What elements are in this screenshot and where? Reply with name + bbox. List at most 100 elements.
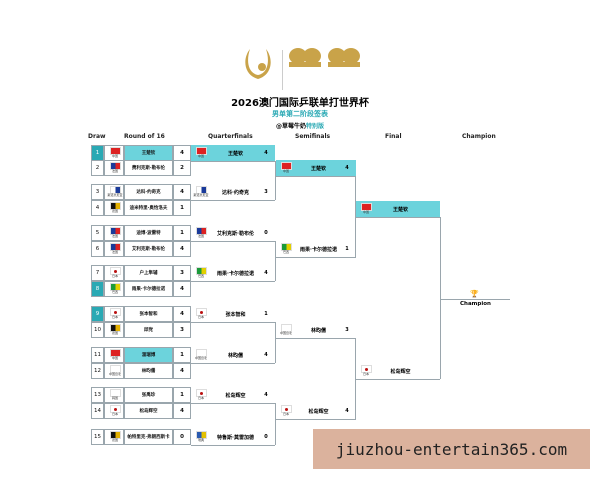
seed-number: 9 <box>91 306 104 322</box>
player-name[interactable]: 林昀儒 <box>227 353 243 359</box>
player-score: 1 <box>173 387 191 403</box>
player-name[interactable]: 温瑞博 <box>124 347 173 363</box>
flag-icon <box>110 308 121 316</box>
flag-icon <box>281 324 292 332</box>
bracket-line <box>191 161 275 162</box>
flag-icon <box>281 162 292 170</box>
country-label: 日本 <box>197 396 204 400</box>
player-name[interactable]: 雨果·卡尔德拉诺 <box>217 271 254 277</box>
country-label: 中国 <box>282 169 289 173</box>
country-label: 中国台北 <box>108 372 121 376</box>
bracket-line <box>276 338 356 339</box>
player-name[interactable]: 松岛辉空 <box>124 403 173 419</box>
bracket-line <box>355 338 356 419</box>
country-label: 德国 <box>111 331 118 335</box>
player-score: 4 <box>173 306 191 322</box>
player-name[interactable]: 迪米特里·奥恰洛夫 <box>124 200 173 216</box>
final-slot[interactable] <box>356 201 440 217</box>
country-label: 瑞典 <box>197 438 204 442</box>
player-name[interactable]: 松岛辉空 <box>308 409 329 415</box>
flag-icon <box>110 147 121 155</box>
player-name[interactable]: 张禹珍 <box>124 387 173 403</box>
watermark: jiuzhou-entertain365.com <box>313 429 590 469</box>
seed-number: 8 <box>91 281 104 297</box>
bracket-line <box>275 161 276 200</box>
seed-number: 3 <box>91 184 104 200</box>
flag-icon <box>110 243 121 251</box>
bracket-line <box>275 241 276 281</box>
bracket-line <box>191 445 275 446</box>
player-name[interactable]: 达科·约奇克 <box>124 184 173 200</box>
player-name[interactable]: 帕特里克·弗朗西斯卡 <box>124 429 173 445</box>
player-score: 4 <box>345 165 349 171</box>
country-label: 巴西 <box>197 274 204 278</box>
country-label: 日本 <box>197 315 204 319</box>
sf-slot[interactable] <box>276 160 356 176</box>
bracket-line <box>276 257 356 258</box>
credit-suffix: 特别版 <box>306 123 325 130</box>
seed-number: 13 <box>91 387 104 403</box>
bracket-line <box>191 403 275 404</box>
player-name[interactable]: 王楚钦 <box>392 207 408 213</box>
player-score: 3 <box>345 327 349 333</box>
col-header-quarterfinals: Quarterfinals <box>208 133 253 140</box>
player-score: 2 <box>173 160 191 176</box>
flag-dot <box>200 310 203 314</box>
player-name[interactable]: 迪博·波雷特 <box>124 225 173 241</box>
player-score: 0 <box>173 429 191 445</box>
player-name[interactable]: 王楚钦 <box>227 151 243 157</box>
col-header-round-of-16: Round of 16 <box>124 133 165 140</box>
player-score: 4 <box>264 150 268 156</box>
player-name[interactable]: 林昀儒 <box>310 328 326 334</box>
player-name[interactable]: 雨果·卡尔德拉诺 <box>300 247 337 253</box>
player-score: 4 <box>173 145 191 161</box>
col-header-champion: Champion <box>462 133 496 140</box>
player-score: 0 <box>264 434 268 440</box>
country-label: 中国 <box>362 210 369 214</box>
flag-icon <box>110 389 121 397</box>
country-label: 韩国 <box>111 396 118 400</box>
country-label: 法国 <box>111 169 118 173</box>
player-name[interactable]: 雨果·卡尔德拉诺 <box>124 281 173 297</box>
bracket-line <box>276 176 356 177</box>
player-name[interactable]: 松岛辉空 <box>390 369 411 375</box>
seed-number: 6 <box>91 241 104 257</box>
player-name[interactable]: 王楚钦 <box>124 145 173 161</box>
player-name[interactable]: 艾利克斯·勒布伦 <box>124 241 173 257</box>
country-label: 法国 <box>197 234 204 238</box>
champion-label: Champion <box>460 301 491 307</box>
player-score: 1 <box>173 225 191 241</box>
player-name[interactable]: 户上隼辅 <box>124 265 173 281</box>
bracket-line <box>275 403 276 445</box>
player-name[interactable]: 特鲁斯·莫雷加德 <box>217 435 254 441</box>
player-name[interactable]: 王楚钦 <box>310 166 326 172</box>
player-name[interactable]: 达科·约奇克 <box>222 190 249 196</box>
player-name[interactable]: 松岛辉空 <box>225 393 246 399</box>
player-name[interactable]: 张本智和 <box>225 312 246 318</box>
trophy-icon: 🏆 <box>470 290 479 298</box>
flag-icon <box>196 349 207 357</box>
player-name[interactable]: 艾利克斯·勒布伦 <box>217 231 254 237</box>
country-label: 巴西 <box>111 290 118 294</box>
flag-icon <box>110 186 121 194</box>
player-name[interactable]: 邱党 <box>124 322 173 338</box>
flag-icon <box>361 365 372 373</box>
country-label: 日本 <box>282 412 289 416</box>
player-name[interactable]: 费利克斯·勒布伦 <box>124 160 173 176</box>
player-name[interactable]: 张本智和 <box>124 306 173 322</box>
flag-icon <box>110 405 121 413</box>
player-score: 4 <box>345 408 349 414</box>
player-name[interactable]: 林昀儒 <box>124 363 173 379</box>
bracket-line <box>191 200 275 201</box>
champion-line <box>440 299 510 300</box>
qf-slot[interactable] <box>191 145 275 161</box>
flag-icon <box>196 147 207 155</box>
seed-number: 1 <box>91 145 104 161</box>
seed-number: 12 <box>91 363 104 379</box>
bracket-line <box>275 322 276 363</box>
player-score: 1 <box>173 200 191 216</box>
country-label: 中国 <box>111 356 118 360</box>
bracket-line <box>191 241 275 242</box>
flag-icon <box>361 203 372 211</box>
flag-icon <box>196 389 207 397</box>
